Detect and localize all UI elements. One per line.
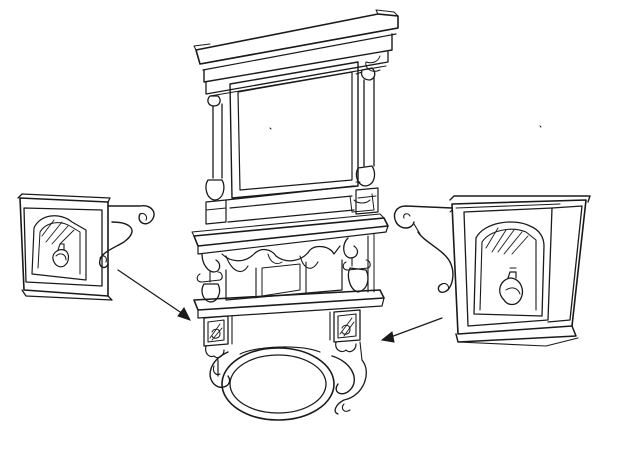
oval-opening: [209, 341, 367, 421]
sketch-specks: [269, 125, 542, 213]
lower-consoles: [203, 309, 361, 359]
cabinet-side-icon: [17, 193, 155, 301]
upper-right-column: [355, 67, 379, 215]
cabinet-side-icon: [393, 195, 591, 347]
mantel-shelf: [191, 213, 389, 255]
overmantel-icon: [191, 9, 399, 421]
arrow-right-icon: [117, 269, 191, 321]
lower-shelf: [193, 289, 385, 319]
top-cornice: [193, 9, 399, 83]
upper-left-column: [205, 95, 227, 225]
upper-panel: [229, 61, 363, 199]
middle-frieze: [225, 185, 375, 223]
arrow-right-icon: [380, 317, 443, 343]
